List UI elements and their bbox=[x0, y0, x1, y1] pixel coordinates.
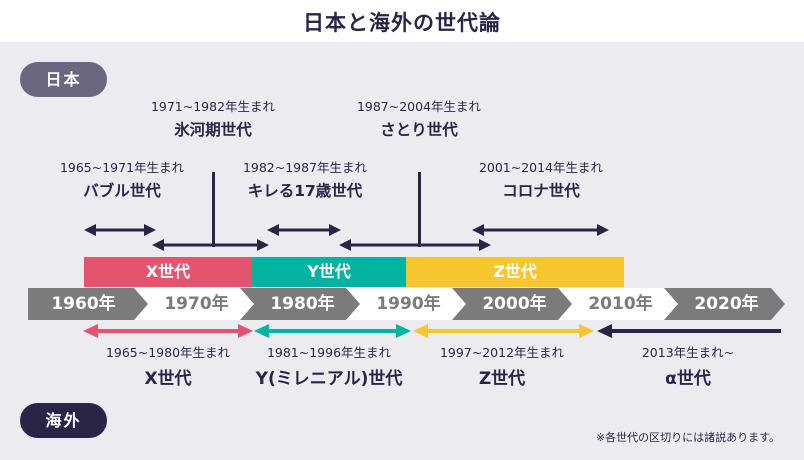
gen-label-kireru17: 1982~1987年生まれ キレる17歳世代 bbox=[195, 157, 415, 201]
arrow-right-icon bbox=[597, 224, 609, 236]
gen-label-bubble: 1965~1971年生まれ バブル世代 bbox=[12, 157, 232, 201]
bubble-range-arrow bbox=[84, 223, 156, 237]
hyogaki-range-arrow bbox=[152, 238, 269, 252]
alpha-gen-range-arrow bbox=[597, 323, 781, 339]
gen-years-z: 1997~2012年生まれ bbox=[439, 345, 565, 360]
gen-years-x: 1965~1980年生まれ bbox=[105, 345, 231, 360]
gen-label-corona: 2001~2014年生まれ コロナ世代 bbox=[431, 157, 651, 201]
gen-label-hyogaki: 1971~1982年生まれ 氷河期世代 bbox=[103, 96, 323, 140]
japan-badge: 日本 bbox=[20, 62, 107, 97]
arrow-left-icon bbox=[597, 324, 612, 338]
gen-name-kireru17: キレる17歳世代 bbox=[247, 182, 363, 200]
arrow-right-icon bbox=[329, 224, 341, 236]
gen-name-z: Z世代 bbox=[478, 369, 526, 389]
gen-name-x: X世代 bbox=[144, 369, 192, 389]
gen-name-y: Y(ミレニアル)世代 bbox=[255, 369, 403, 389]
y-generation-bar: Y世代 bbox=[252, 257, 406, 287]
gen-years-alpha: 2013年生まれ~ bbox=[641, 345, 735, 360]
satori-range-arrow bbox=[339, 238, 491, 252]
gen-name-hyogaki: 氷河期世代 bbox=[174, 121, 252, 139]
gen-label-z: 1997~2012年生まれ Z世代 bbox=[392, 342, 612, 389]
arrow-right-icon bbox=[238, 324, 253, 338]
footnote: ※各世代の区切りには諸説あります。 bbox=[595, 431, 780, 444]
arrow-left-icon bbox=[83, 324, 98, 338]
arrow-right-icon bbox=[144, 224, 156, 236]
satori-connector-line bbox=[418, 172, 421, 247]
gen-name-bubble: バブル世代 bbox=[83, 182, 161, 200]
gen-label-alpha: 2013年生まれ~ α世代 bbox=[578, 342, 798, 389]
gen-name-corona: コロナ世代 bbox=[502, 182, 580, 200]
diagram-panel bbox=[0, 42, 804, 460]
arrow-left-icon bbox=[472, 224, 484, 236]
gen-years-bubble: 1965~1971年生まれ bbox=[59, 160, 185, 175]
z-generation-bar: Z世代 bbox=[406, 257, 624, 287]
y-gen-range-arrow bbox=[254, 323, 411, 339]
timeline-segment-1990: 1990年 bbox=[346, 288, 467, 320]
arrow-left-icon bbox=[339, 239, 351, 251]
arrow-right-icon bbox=[479, 239, 491, 251]
gen-years-corona: 2001~2014年生まれ bbox=[478, 160, 604, 175]
timeline-segment-1980: 1980年 bbox=[240, 288, 361, 320]
overseas-badge: 海外 bbox=[20, 403, 107, 438]
x-generation-bar: X世代 bbox=[84, 257, 252, 287]
arrow-right-icon bbox=[257, 239, 269, 251]
timeline-segment-2000: 2000年 bbox=[452, 288, 573, 320]
gen-years-hyogaki: 1971~1982年生まれ bbox=[150, 99, 276, 114]
timeline-segment-1960: 1960年 bbox=[28, 288, 149, 320]
arrow-right-icon bbox=[396, 324, 411, 338]
timeline-segment-2010: 2010年 bbox=[558, 288, 679, 320]
arrow-left-icon bbox=[413, 324, 428, 338]
arrow-left-icon bbox=[267, 224, 279, 236]
gen-name-satori: さとり世代 bbox=[380, 121, 458, 139]
z-gen-range-arrow bbox=[413, 323, 594, 339]
page-title: 日本と海外の世代論 bbox=[303, 11, 501, 35]
arrow-left-icon bbox=[254, 324, 269, 338]
gen-years-kireru17: 1982~1987年生まれ bbox=[242, 160, 368, 175]
gen-name-alpha: α世代 bbox=[665, 369, 711, 389]
x-gen-range-arrow bbox=[83, 323, 253, 339]
hyogaki-connector-line bbox=[212, 172, 215, 247]
gen-years-y: 1981~1996年生まれ bbox=[266, 345, 392, 360]
corona-range-arrow bbox=[472, 223, 609, 237]
timeline-segment-2020: 2020年 bbox=[664, 288, 785, 320]
arrow-right-icon bbox=[579, 324, 594, 338]
timeline-segment-1970: 1970年 bbox=[134, 288, 255, 320]
gen-label-satori: 1987~2004年生まれ さとり世代 bbox=[309, 96, 529, 140]
arrow-left-icon bbox=[152, 239, 164, 251]
kireru17-range-arrow bbox=[267, 223, 341, 237]
gen-label-y: 1981~1996年生まれ Y(ミレニアル)世代 bbox=[219, 342, 439, 389]
arrow-left-icon bbox=[84, 224, 96, 236]
gen-label-x: 1965~1980年生まれ X世代 bbox=[58, 342, 278, 389]
gen-years-satori: 1987~2004年生まれ bbox=[356, 99, 482, 114]
